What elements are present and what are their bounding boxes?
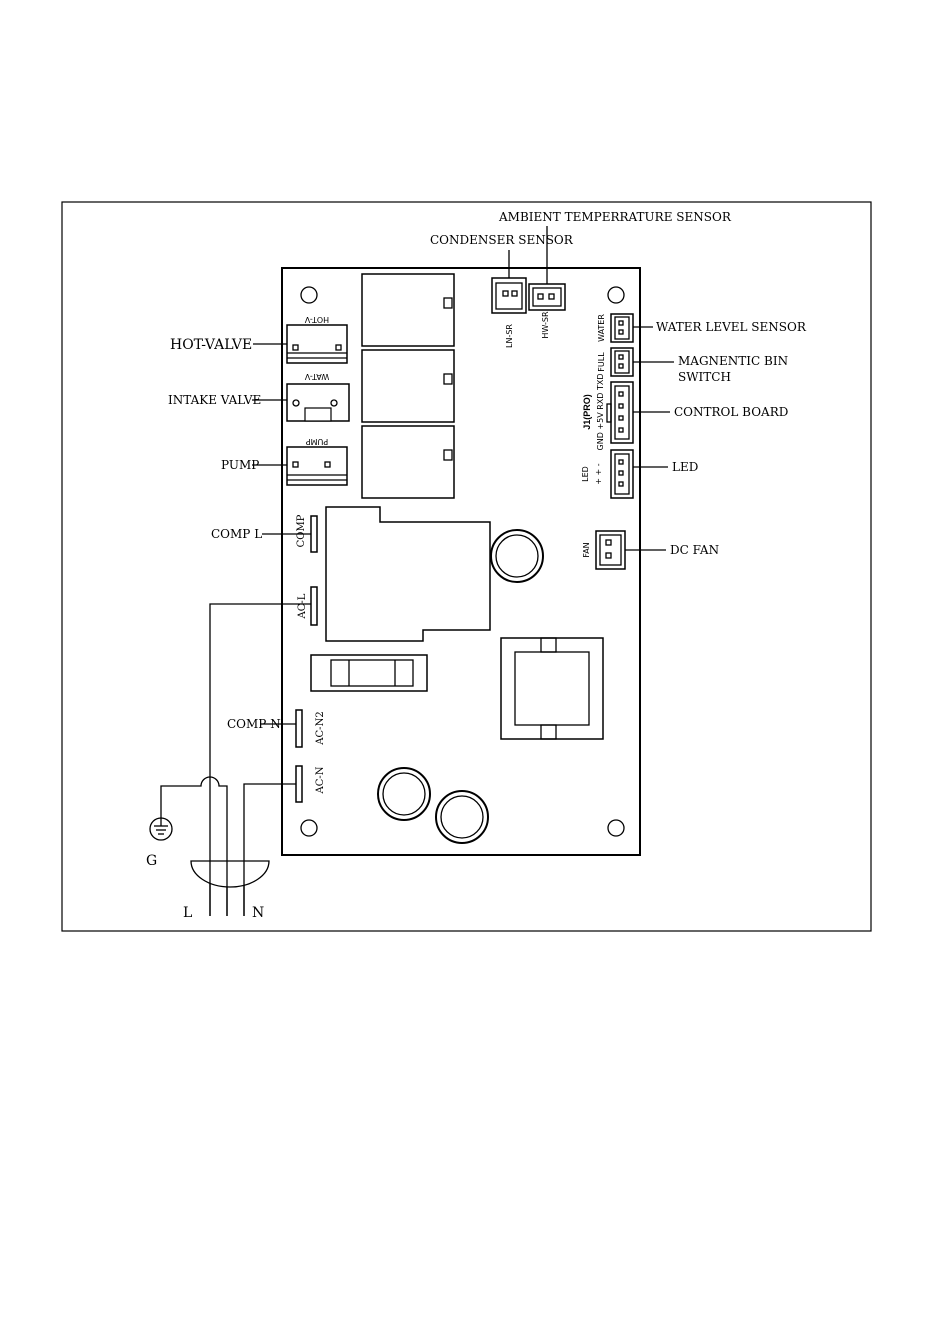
dc-fan-label: DC FAN xyxy=(670,543,719,557)
hw-sr-mark: HW-SR xyxy=(541,311,550,339)
ac-l-mark: AC-L xyxy=(297,593,308,619)
ground-label: G xyxy=(146,853,157,869)
relay-3 xyxy=(362,426,454,498)
ln-sr-mark: LN-SR xyxy=(505,324,514,348)
led-label: LED xyxy=(672,460,698,474)
ground-icon xyxy=(150,818,172,840)
comp-mark: COMP xyxy=(296,514,307,547)
ac-n-mark: AC-N xyxy=(315,766,326,794)
water-level-connector: WATER xyxy=(597,314,633,342)
comp-terminal: COMP xyxy=(296,514,317,552)
water-level-label: WATER LEVEL SENSOR xyxy=(656,320,807,334)
pump-mark: PUMP xyxy=(306,437,329,446)
j1-pins-mark: GND +5V RXD TXD xyxy=(596,374,605,451)
neutral-label: N xyxy=(252,905,264,921)
water-mark: WATER xyxy=(597,314,606,342)
comp-n-label: COMP N xyxy=(227,717,281,731)
hot-valve-label: HOT-VALVE xyxy=(170,337,252,353)
condenser-sensor-label: CONDENSER SENSOR xyxy=(430,233,574,247)
pump-label: PUMP xyxy=(221,458,259,472)
relay-1 xyxy=(362,274,454,346)
transformer xyxy=(501,638,603,739)
mains-plug xyxy=(191,861,269,887)
line-label: L xyxy=(183,905,192,921)
control-board-label: CONTROL BOARD xyxy=(674,405,788,419)
magnetic-bin-label-2: SWITCH xyxy=(678,370,731,384)
heatsink-block xyxy=(326,507,490,641)
wat-v-mark: WAT-V xyxy=(304,372,329,381)
ambient-sensor-label: AMBIENT TEMPERRATURE SENSOR xyxy=(498,210,732,224)
led-pins-mark: + + - xyxy=(594,463,603,484)
magnetic-bin-label-1: MAGNENTIC BIN xyxy=(678,354,788,368)
intake-valve-label: INTAKE VALVE xyxy=(168,393,261,407)
ac-n2-mark: AC-N2 xyxy=(315,711,326,745)
j1-pro-mark: J1(PRO) xyxy=(582,394,592,430)
comp-l-label: COMP L xyxy=(211,527,262,541)
ground-wire xyxy=(161,777,227,916)
fan-mark: FAN xyxy=(582,542,591,557)
relay-2 xyxy=(362,350,454,422)
full-mark: FULL xyxy=(597,352,606,372)
fuse-holder xyxy=(311,655,427,691)
hot-v-mark: HOT-V xyxy=(304,315,329,324)
led-mark: LED xyxy=(581,466,590,482)
